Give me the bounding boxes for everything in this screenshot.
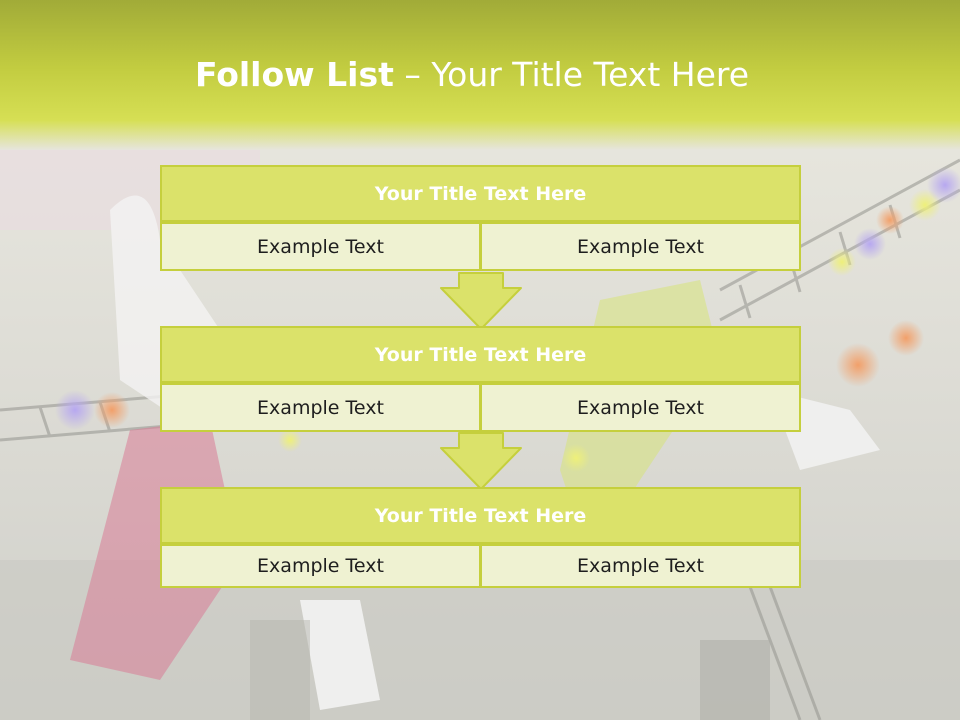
block-title: Your Title Text Here [160, 487, 801, 544]
example-text-cell: Example Text [480, 544, 801, 588]
down-arrow-2 [440, 432, 522, 490]
example-text-cell: Example Text [160, 544, 481, 588]
block-title: Your Title Text Here [160, 326, 801, 383]
title-band [0, 0, 960, 150]
slide-title: Follow List – Your Title Text Here [0, 55, 944, 94]
block-title: Your Title Text Here [160, 165, 801, 222]
slide-title-bold: Follow List [194, 55, 394, 94]
example-text-cell: Example Text [480, 222, 801, 271]
slide-title-rest: – Your Title Text Here [393, 55, 750, 94]
example-text-cell: Example Text [480, 383, 801, 432]
down-arrow-1 [440, 272, 522, 330]
example-text-cell: Example Text [160, 383, 481, 432]
example-text-cell: Example Text [160, 222, 481, 271]
